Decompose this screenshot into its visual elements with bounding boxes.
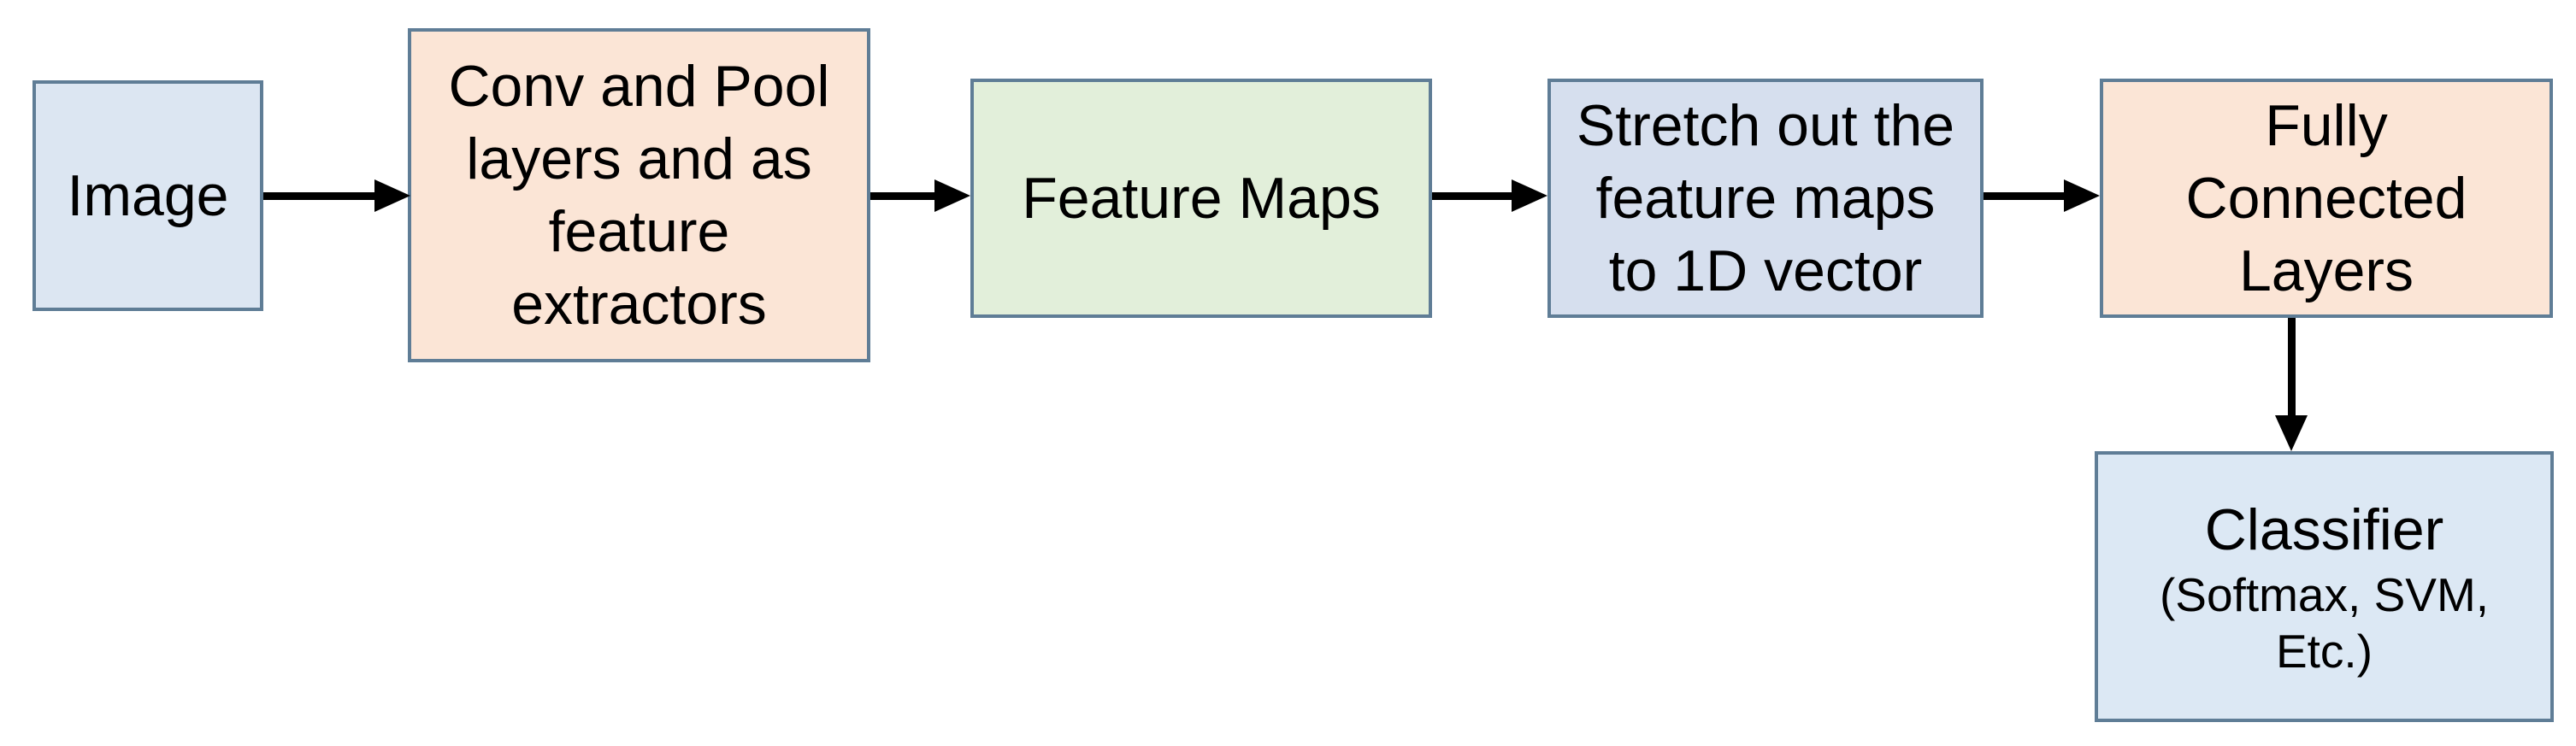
node-stretch-to-1d-vector: Stretch out the feature maps to 1D vecto… [1547, 79, 1984, 318]
node-conv-pool-label-line: feature [548, 198, 730, 264]
node-fully-connected-label-line: Layers [2238, 238, 2414, 303]
node-conv-pool-label-line: layers and as [466, 126, 812, 191]
node-image: Image [32, 80, 263, 311]
node-conv-pool-layers: Conv and Pool layers and as feature extr… [408, 28, 870, 362]
arrow-shaft [870, 192, 936, 200]
node-conv-pool-label-line: extractors [511, 271, 767, 337]
node-fully-connected-label-line: Connected [2185, 165, 2467, 231]
arrow-head-icon [934, 179, 970, 212]
arrow-head-icon [374, 179, 410, 212]
node-image-label: Image [67, 162, 229, 228]
node-stretch-label-line: to 1D vector [1608, 238, 1923, 303]
node-stretch-label-line: feature maps [1595, 165, 1936, 231]
node-classifier-sublabel-line: (Softmax, SVM, [2159, 568, 2490, 621]
node-conv-pool-label-line: Conv and Pool [448, 53, 830, 119]
arrow-shaft [2288, 318, 2296, 417]
node-feature-maps: Feature Maps [970, 79, 1432, 318]
arrow-shaft [1432, 192, 1513, 200]
arrow-head-icon [1512, 179, 1547, 212]
arrow-head-icon [2064, 179, 2100, 212]
arrow-head-icon [2275, 415, 2308, 451]
node-classifier-label: Classifier [2204, 497, 2444, 562]
arrow-shaft [263, 192, 376, 200]
node-classifier: Classifier (Softmax, SVM, Etc.) [2095, 451, 2554, 722]
node-feature-maps-label: Feature Maps [1022, 165, 1381, 231]
node-classifier-sublabel-line: Etc.) [2275, 625, 2373, 678]
arrow-shaft [1984, 192, 2066, 200]
node-fully-connected-label-line: Fully [2265, 92, 2388, 158]
node-stretch-label-line: Stretch out the [1576, 92, 1955, 158]
node-fully-connected-layers: Fully Connected Layers [2100, 79, 2553, 318]
